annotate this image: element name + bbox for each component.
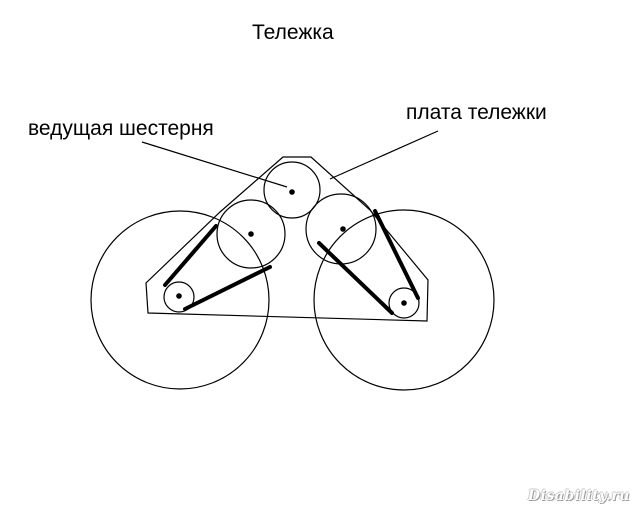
left-pulley-axle bbox=[176, 293, 182, 299]
right-pulley bbox=[388, 287, 420, 319]
right-pulley-axle bbox=[401, 300, 407, 306]
drive-gear-axle bbox=[289, 189, 295, 195]
left-wheel bbox=[90, 210, 270, 390]
drive-gear-label: ведущая шестерня bbox=[28, 117, 214, 140]
plate-pointer bbox=[329, 130, 439, 180]
left-belt-upper bbox=[163, 224, 218, 287]
left-gear-axle bbox=[248, 231, 254, 237]
left-intermediate-gear bbox=[216, 199, 286, 269]
drive-gear bbox=[263, 161, 321, 219]
right-belt-upper bbox=[373, 209, 420, 300]
watermark-logo: Disability.ru bbox=[527, 488, 630, 504]
left-belt-lower bbox=[183, 265, 272, 311]
right-gear-axle bbox=[340, 226, 346, 232]
drive-gear-pointer bbox=[141, 141, 288, 188]
diagram-title: Тележка bbox=[252, 21, 334, 44]
left-pulley bbox=[163, 281, 195, 313]
right-belt-lower bbox=[317, 241, 394, 315]
right-wheel bbox=[313, 209, 495, 391]
cart-plate-label: плата тележки bbox=[406, 101, 547, 124]
cart-plate bbox=[145, 156, 429, 322]
